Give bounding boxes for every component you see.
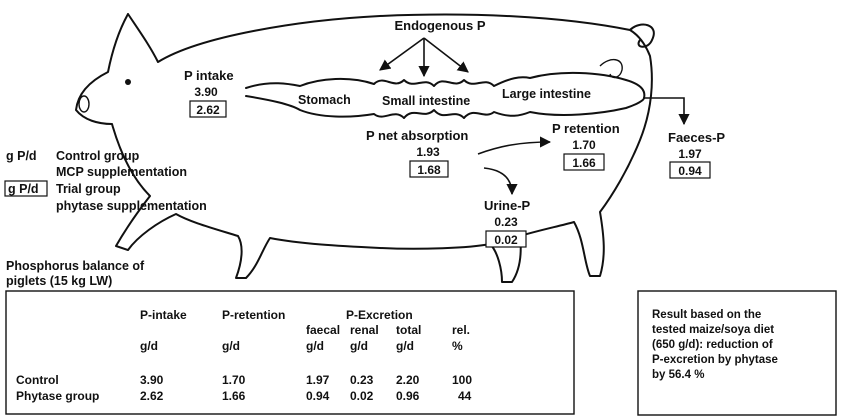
balance-title-line2: piglets (15 kg LW) [6, 274, 112, 288]
legend-control-line1: Control group [56, 149, 140, 163]
legend-trial-unit: g P/d [8, 182, 39, 196]
urine-p-trial-value: 0.02 [494, 233, 518, 247]
row-phytase-faecal: 0.94 [306, 389, 330, 403]
p-intake-control-value: 3.90 [194, 85, 218, 99]
result-line2: tested maize/soya diet [652, 324, 774, 336]
p-retention-trial-value: 1.66 [572, 156, 596, 170]
header-p-intake: P-intake [140, 308, 187, 322]
unit-renal: g/d [350, 339, 368, 353]
row-phytase-rel: 44 [458, 389, 472, 403]
row-control-faecal: 1.97 [306, 373, 330, 387]
unit-total: g/d [396, 339, 414, 353]
legend: g P/d Control group MCP supplementation … [5, 149, 207, 213]
endogenous-p-label: Endogenous P [395, 18, 486, 33]
faeces-p-control-value: 1.97 [678, 147, 702, 161]
small-intestine-label: Small intestine [382, 94, 470, 108]
result-line3: (650 g/d): reduction of [652, 339, 773, 351]
balance-table: P-intake P-retention P-Excretion faecal … [6, 291, 574, 414]
row-control-renal: 0.23 [350, 373, 374, 387]
row-control-group: Control [16, 373, 59, 387]
unit-retention: g/d [222, 339, 240, 353]
p-absorption-control-value: 1.93 [416, 145, 440, 159]
row-phytase-total: 0.96 [396, 389, 420, 403]
header-rel: rel. [452, 323, 470, 337]
row-control-intake: 3.90 [140, 373, 164, 387]
pig-outline [76, 14, 654, 282]
legend-trial-line1: Trial group [56, 182, 121, 196]
stomach-label: Stomach [298, 93, 351, 107]
urine-arrow [484, 168, 512, 194]
legend-control-line2: MCP supplementation [56, 165, 187, 179]
retention-arrow [478, 142, 550, 154]
p-intake-label: P intake [184, 68, 234, 83]
header-renal: renal [350, 323, 379, 337]
unit-intake: g/d [140, 339, 158, 353]
p-absorption-trial-value: 1.68 [417, 163, 441, 177]
row-control-rel: 100 [452, 373, 472, 387]
row-phytase-intake: 2.62 [140, 389, 164, 403]
row-control-retention: 1.70 [222, 373, 246, 387]
p-retention-label: P retention [552, 121, 620, 136]
urine-p-control-value: 0.23 [494, 215, 518, 229]
result-line1: Result based on the [652, 309, 761, 321]
large-intestine-label: Large intestine [502, 87, 591, 101]
result-line5: by 56.4 % [652, 369, 704, 381]
urine-p-label: Urine-P [484, 198, 531, 213]
balance-title-line1: Phosphorus balance of [6, 259, 145, 273]
faeces-p-trial-value: 0.94 [678, 164, 702, 178]
header-p-excretion: P-Excretion [346, 308, 413, 322]
result-line4: P-excretion by phytase [652, 354, 778, 366]
unit-rel: % [452, 339, 463, 353]
p-retention-control-value: 1.70 [572, 138, 596, 152]
row-phytase-retention: 1.66 [222, 389, 246, 403]
legend-control-unit: g P/d [6, 149, 37, 163]
row-phytase-renal: 0.02 [350, 389, 374, 403]
result-box: Result based on the tested maize/soya di… [638, 291, 836, 415]
unit-faecal: g/d [306, 339, 324, 353]
row-control-total: 2.20 [396, 373, 420, 387]
p-intake-trial-value: 2.62 [196, 103, 220, 117]
faeces-p-label: Faeces-P [668, 130, 725, 145]
legend-trial-line2: phytase supplementation [56, 199, 207, 213]
header-p-retention: P-retention [222, 308, 285, 322]
header-total: total [396, 323, 421, 337]
header-faecal: faecal [306, 323, 340, 337]
endogenous-arrows [380, 38, 468, 76]
row-phytase-group: Phytase group [16, 389, 99, 403]
p-net-absorption-label: P net absorption [366, 128, 468, 143]
